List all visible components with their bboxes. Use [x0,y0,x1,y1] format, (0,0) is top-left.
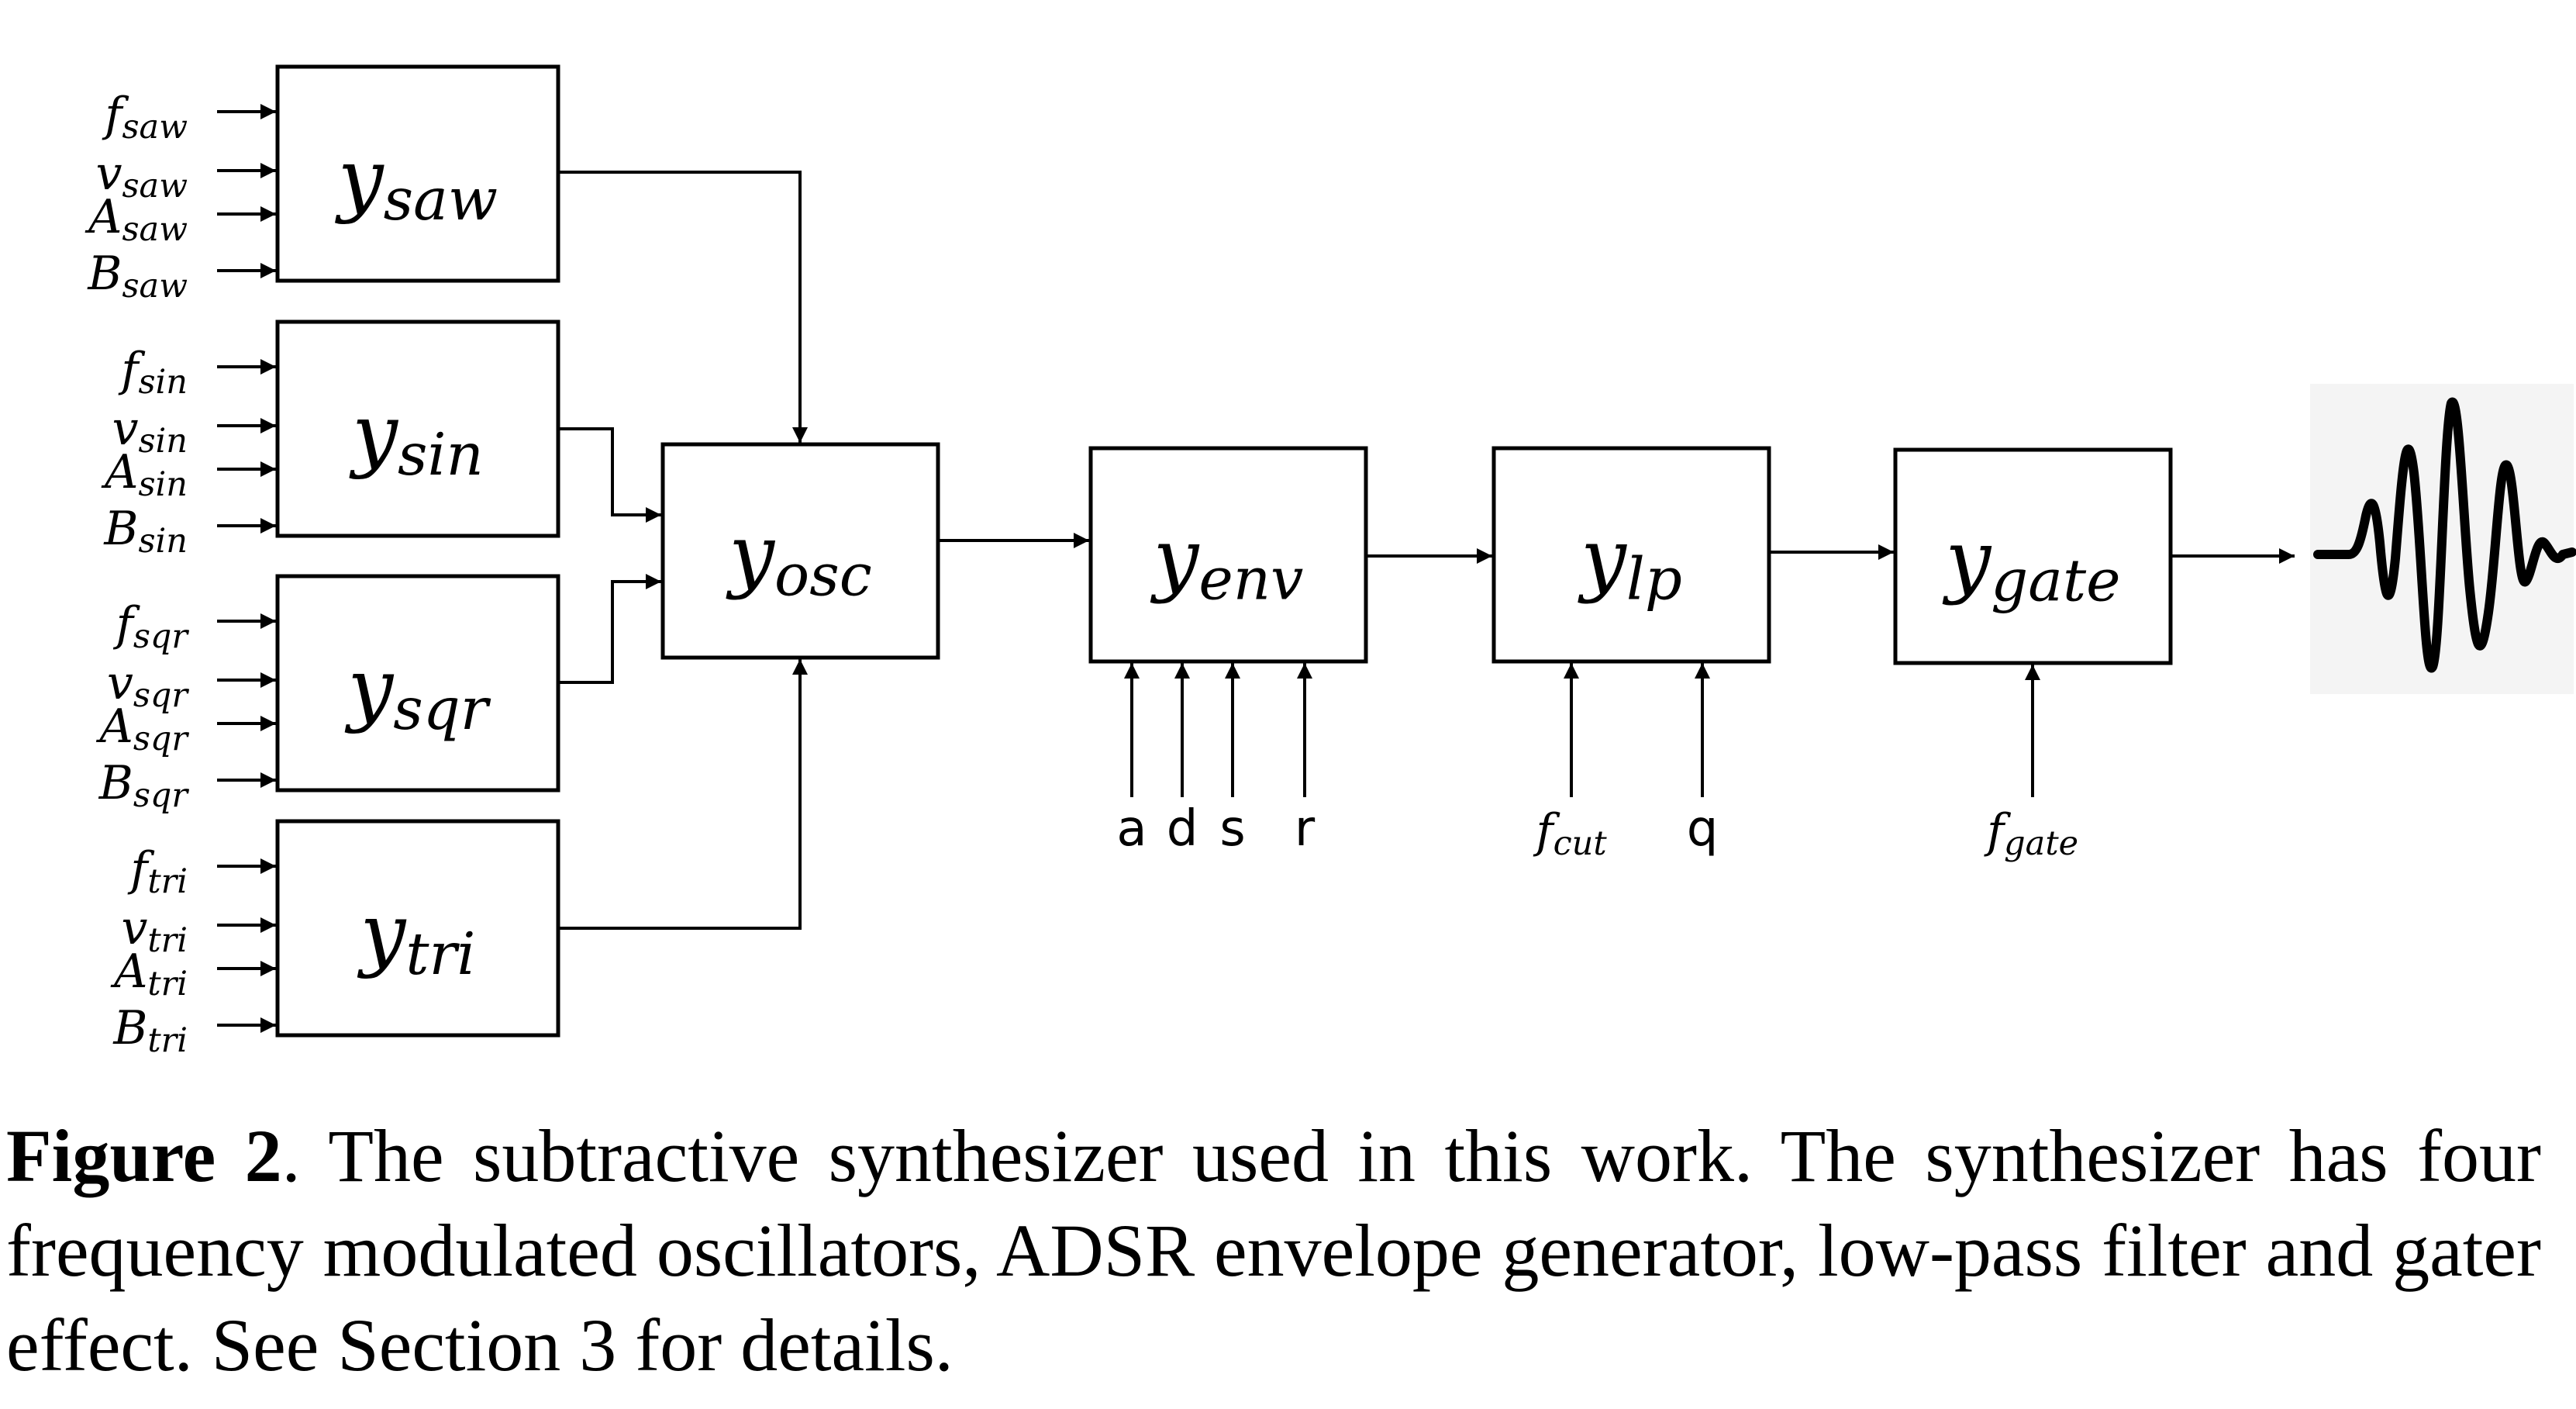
input-label-A-sin: Asin [101,445,188,504]
oscillator-block-label-sin-symbol: y [349,386,398,481]
stage-block-label-osc-symbol: y [726,507,775,602]
wire-sqr-to-osc [558,574,661,684]
input-label-A-saw-symbol: A [84,190,122,244]
param-label-a-env: a [1116,800,1147,858]
oscillator-block-label-sin: ysin [349,386,484,489]
stage-block-label-osc: yosc [726,507,871,610]
input-label-f-sqr: fsqr [113,597,190,656]
input-label-B-sin-subscript: sin [138,522,188,561]
output-waveform-icon [2310,384,2576,694]
input-label-A-sqr: Asqr [96,699,190,758]
stage-block-osc [660,442,940,660]
stage-block-label-gate: ygate [1942,513,2120,615]
stage-block-label-osc-subscript: osc [774,541,872,610]
input-label-v-tri-symbol: v [122,901,148,955]
input-label-B-sqr-subscript: sqr [133,776,190,815]
input-label-f-sqr-subscript: sqr [133,617,190,656]
stage-block-env [1088,446,1368,664]
param-label-q-lp: q [1687,800,1719,858]
param-label-f-gate-subscript: gate [2004,824,2078,863]
input-label-v-saw: vsaw [96,147,188,205]
input-label-A-tri-symbol: A [110,945,147,999]
stage-block-label-lp: ylp [1578,511,1682,613]
input-label-v-saw-symbol: v [96,147,122,201]
param-label-d-env: d [1167,800,1198,858]
input-label-v-saw-subscript: saw [122,167,188,205]
oscillator-block-label-sqr-subscript: sqr [393,675,491,743]
oscillator-block-sin [275,319,560,538]
input-label-A-tri: Atri [110,945,188,1003]
oscillator-block-sqr [275,574,560,793]
stage-block-label-lp-subscript: lp [1626,545,1682,613]
oscillator-block-label-sqr-symbol: y [344,641,394,735]
oscillator-block-label-sin-subscript: sin [398,420,484,489]
input-label-B-sqr: Bsqr [98,756,190,815]
input-label-v-sin-subscript: sin [138,422,188,461]
input-label-A-saw-subscript: saw [122,210,188,249]
input-label-f-tri: ftri [127,842,188,901]
input-label-B-saw: Bsaw [87,247,188,306]
oscillator-block-saw [275,64,560,283]
input-label-v-tri-subscript: tri [147,921,188,960]
input-label-B-saw-symbol: B [87,247,122,301]
input-label-A-sqr-subscript: sqr [133,720,190,758]
input-label-B-tri-symbol: B [112,1001,147,1055]
input-label-v-sqr-symbol: v [107,656,133,710]
oscillator-block-label-saw: ysaw [335,131,498,233]
oscillator-block-tri [275,819,560,1038]
synth-block-diagram: ysawfsawvsawAsawBsawysinfsinvsinAsinBsin… [84,64,2576,1060]
input-label-v-sqr: vsqr [107,656,189,715]
stage-block-gate [1893,447,2173,665]
wire-saw-to-osc [558,171,808,443]
stage-block-label-gate-subscript: gate [1991,547,2120,615]
oscillator-block-label-tri-subscript: tri [405,920,475,988]
stage-block-label-lp-symbol: y [1578,511,1627,606]
param-label-f-lp: fcut [1533,804,1607,863]
stage-block-lp [1491,446,1771,664]
input-label-f-sin-subscript: sin [138,363,188,402]
input-label-A-sqr-symbol: A [96,699,133,754]
oscillator-block-label-tri-symbol: y [357,886,407,980]
input-label-B-sin: Bsin [103,502,188,561]
param-label-s-env: s [1219,800,1245,858]
input-label-v-sin: vsin [112,402,188,461]
wire-tri-to-osc [558,659,808,930]
input-label-A-saw: Asaw [84,190,188,249]
input-label-v-tri: vtri [122,901,188,960]
param-label-f-lp-subscript: cut [1554,824,1608,863]
input-label-B-tri-subscript: tri [147,1021,188,1060]
oscillator-block-label-saw-symbol: y [335,131,385,226]
param-label-f-gate: fgate [1984,804,2078,863]
input-label-B-saw-subscript: saw [122,267,188,306]
figure-caption: Figure 2. The subtractive synthesizer us… [6,1109,2541,1393]
param-label-r-env: r [1295,800,1316,858]
caption-text: . The subtractive synthesizer used in th… [6,1114,2542,1387]
oscillator-block-label-tri: ytri [357,886,476,988]
input-label-A-sin-subscript: sin [138,465,188,504]
input-label-B-sin-symbol: B [103,502,138,556]
input-label-f-tri-subscript: tri [147,862,188,901]
stage-block-label-env-symbol: y [1150,511,1200,606]
stage-block-label-env-subscript: env [1198,545,1303,613]
oscillator-block-label-saw-subscript: saw [384,165,498,233]
input-label-A-sin-symbol: A [101,445,138,499]
wire-sin-to-osc [558,427,661,523]
input-label-B-tri: Btri [112,1001,188,1060]
stage-block-label-gate-symbol: y [1942,513,1991,607]
input-label-v-sqr-subscript: sqr [133,676,190,715]
input-label-B-sqr-symbol: B [98,756,133,810]
input-label-f-saw-subscript: saw [122,108,188,147]
stage-block-label-env: yenv [1150,511,1304,613]
input-label-v-sin-symbol: v [112,402,139,456]
input-label-f-saw: fsaw [102,88,188,147]
input-label-A-tri-subscript: tri [147,965,188,1003]
oscillator-block-label-sqr: ysqr [344,641,491,743]
input-label-f-sin: fsin [118,343,188,402]
caption-label: Figure 2 [6,1114,282,1197]
